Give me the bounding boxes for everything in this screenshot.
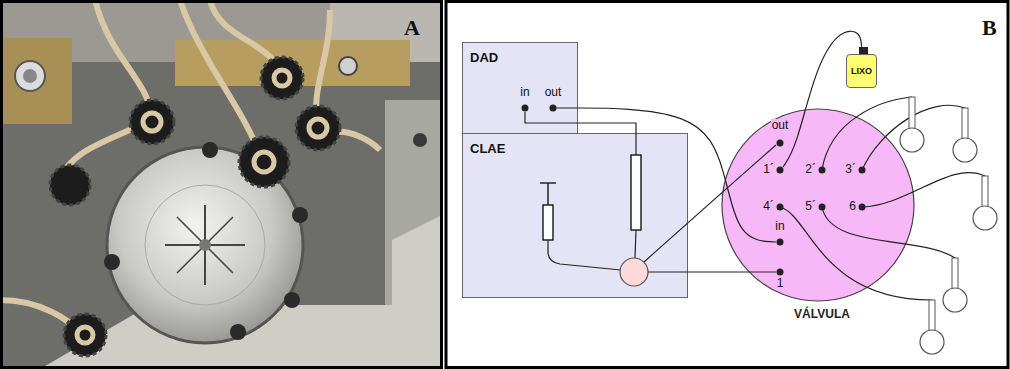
fitting-knob xyxy=(143,113,161,131)
brass-bracket xyxy=(23,69,37,83)
valve-disc xyxy=(145,185,265,305)
photo-background xyxy=(0,0,442,369)
port-name: in xyxy=(519,86,530,99)
bottle-cap xyxy=(859,47,868,54)
tubing-connector xyxy=(783,31,862,167)
panel-frame xyxy=(446,2,1008,368)
photo-background xyxy=(0,0,442,369)
valve-outline xyxy=(720,108,916,304)
port-dot xyxy=(777,167,784,174)
bottle-cap xyxy=(859,47,868,54)
port-dot xyxy=(777,269,784,276)
tubing-connector xyxy=(556,108,776,242)
screw xyxy=(202,142,218,158)
valve-disc xyxy=(177,217,233,273)
port-dot xyxy=(777,140,784,147)
panel-letter: A xyxy=(404,16,420,40)
tubing xyxy=(180,0,262,160)
port-number: 1 xyxy=(776,277,785,290)
panel-frame xyxy=(2,2,442,368)
panel-frame xyxy=(2,2,442,368)
port-dot xyxy=(550,105,557,112)
screw xyxy=(284,292,300,308)
volumetric-flask xyxy=(900,128,924,152)
volumetric-flask xyxy=(929,300,935,331)
fitting-knob xyxy=(261,57,303,99)
column-symbol xyxy=(543,205,553,240)
port-number: 4´ xyxy=(762,200,775,213)
tubing xyxy=(336,132,380,150)
screw xyxy=(104,133,427,340)
port-number: 1´ xyxy=(762,163,775,176)
valve-circle: VÁLVULA xyxy=(720,108,924,334)
volumetric-flask xyxy=(952,258,958,289)
port-name: out xyxy=(544,86,563,99)
brass-bracket xyxy=(339,57,357,75)
volumetric-flask xyxy=(943,288,967,312)
tubing-wire xyxy=(780,97,985,300)
fitting-knob xyxy=(239,137,289,187)
volumetric-flask xyxy=(962,108,968,139)
port-number: 3´ xyxy=(844,163,857,176)
hplc-box: CLAE xyxy=(462,133,688,298)
volumetric-flask xyxy=(973,206,997,230)
volumetric-flask xyxy=(953,138,977,162)
port-number: 5´ xyxy=(804,200,817,213)
volumetric-flask xyxy=(920,330,944,354)
column-symbol xyxy=(547,183,549,205)
injector-loop xyxy=(620,258,648,286)
tubing-connector xyxy=(644,145,776,262)
tubing-wire xyxy=(862,173,985,207)
screw xyxy=(292,207,308,223)
port-number: 6 xyxy=(848,200,857,213)
fitting-knob xyxy=(274,70,290,86)
valve-disc xyxy=(199,239,211,251)
fitting-knob xyxy=(50,57,340,356)
valve-disc xyxy=(177,217,233,273)
tubing-connector xyxy=(648,271,776,272)
fitting-knob xyxy=(50,165,90,205)
brass-bracket xyxy=(0,38,72,124)
port-dot xyxy=(777,239,784,246)
fitting-knob xyxy=(130,100,174,144)
box-title: CLAE xyxy=(470,142,505,157)
port-name: out xyxy=(771,119,790,132)
tubing-wire xyxy=(822,97,912,170)
screw xyxy=(413,133,427,147)
tubing-wire xyxy=(780,207,932,300)
valve-heading: VÁLVULA xyxy=(720,308,924,322)
tubing-connector xyxy=(525,112,636,155)
fitting-knob xyxy=(254,152,274,172)
port-number: 2´ xyxy=(804,163,817,176)
box-title: DAD xyxy=(470,51,498,66)
box-title: LIXO xyxy=(851,66,872,76)
volumetric-flask xyxy=(909,97,915,129)
screw xyxy=(104,254,120,270)
column-symbol xyxy=(631,155,641,230)
volumetric-flask xyxy=(900,97,997,354)
column-symbol xyxy=(635,230,636,258)
screw xyxy=(230,324,246,340)
fitting-knob xyxy=(77,327,93,343)
brass-bracket xyxy=(15,61,45,91)
fitting-knob xyxy=(64,314,106,356)
waste-bottle: LIXO xyxy=(846,54,877,88)
tubing-wire xyxy=(822,207,955,258)
port-name: in xyxy=(774,220,785,233)
volumetric-flask xyxy=(982,176,988,207)
panel-letter: B xyxy=(982,16,997,40)
port-dot xyxy=(522,105,529,112)
fitting-knob xyxy=(309,119,327,137)
injector-loop xyxy=(620,258,648,286)
column-symbol xyxy=(548,240,621,270)
fitting-knob xyxy=(296,106,340,150)
column-symbol xyxy=(540,155,641,270)
panel-frame xyxy=(446,2,1008,368)
port-dot xyxy=(522,105,866,276)
